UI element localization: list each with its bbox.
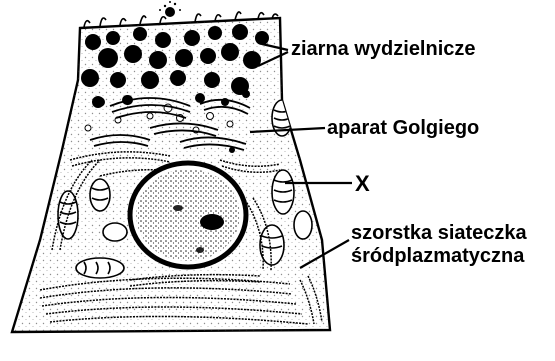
nucleus — [130, 163, 246, 267]
secretion-release — [159, 1, 181, 17]
label-golgi-apparatus: aparat Golgiego — [327, 117, 479, 140]
label-secretory-granules: ziarna wydzielnicze — [291, 38, 476, 61]
label-x: X — [355, 171, 370, 196]
label-rough-er-line1: szorstka siateczka — [351, 222, 527, 245]
label-rough-er-line2: śródplazmatyczna — [351, 245, 527, 268]
label-rough-er: szorstka siateczka śródplazmatyczna — [351, 222, 527, 268]
